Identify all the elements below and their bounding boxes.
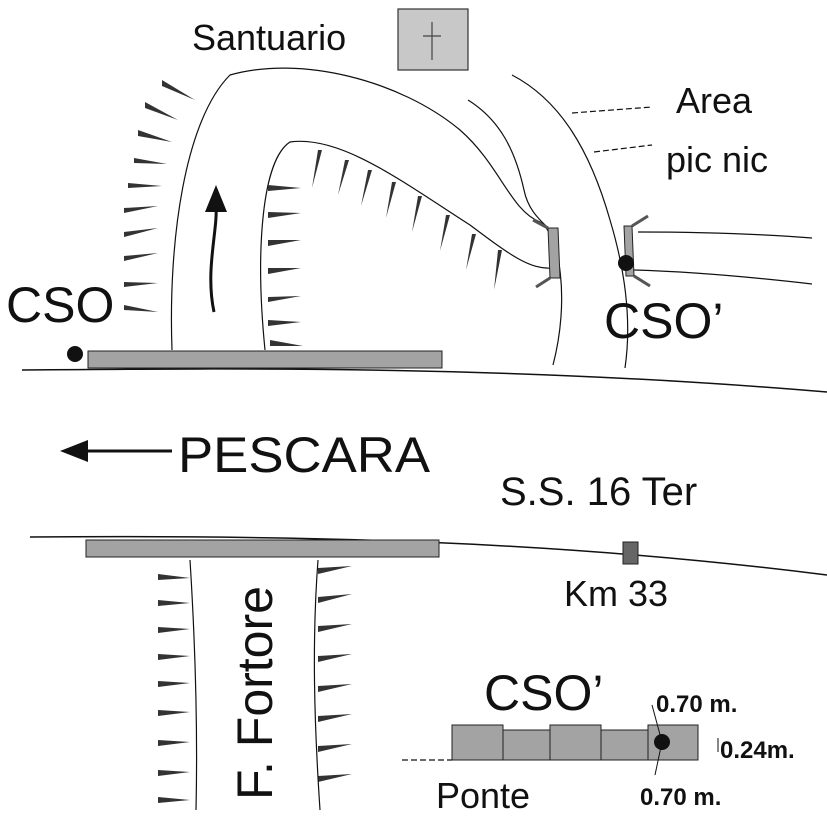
south-bridge-slab: [85, 539, 440, 558]
area-label-line2: pic nic: [666, 139, 768, 180]
flow-arrow-head: [205, 185, 227, 212]
area-leader-2: [593, 144, 653, 153]
river-label: F. Fortore: [227, 586, 283, 800]
dim-bottom-label: 0.70 m.: [640, 784, 721, 811]
cso-left-dot-icon: [67, 346, 83, 362]
river-left-bank: [189, 559, 198, 811]
dim-top-label: 0.70 m.: [656, 691, 737, 718]
stream-lower-bank: [633, 269, 813, 285]
river-right-hachures: [318, 566, 352, 782]
bridge-section-detail: [451, 724, 699, 761]
dim-leader-bottom: [654, 741, 663, 776]
cso-right-label: CSO’: [604, 293, 723, 349]
arc-slope-hachures: [312, 150, 502, 290]
dim-leader-top: [651, 704, 663, 743]
culvert-east: [623, 214, 651, 288]
cso-detail-label: CSO’: [484, 665, 603, 721]
stream-upper-bank: [637, 231, 813, 239]
km-label: Km 33: [564, 573, 668, 614]
cso-left-label: CSO: [6, 277, 114, 333]
ravine-east-bank: [467, 99, 549, 229]
ponte-label: Ponte: [436, 775, 530, 816]
area-label-line1: Area: [676, 80, 753, 121]
outer-slope-hachures: [124, 80, 195, 312]
cso-right-dot-icon: [618, 255, 634, 271]
river-right-bank: [313, 559, 321, 811]
north-bridge-slab: [87, 350, 443, 369]
culvert-west: [532, 218, 561, 289]
km-marker: [622, 541, 639, 565]
river-left-hachures: [158, 574, 190, 803]
inner-slope-hachures: [268, 185, 303, 346]
dim-side-label: 0.24m.: [720, 737, 795, 764]
arrow-left-icon: [60, 440, 88, 462]
curved-arrow-up-icon: [209, 204, 218, 313]
area-leader-1: [571, 106, 653, 114]
road-north-edge: [21, 368, 827, 393]
sanctuary-symbol: [397, 8, 469, 71]
road-label: S.S. 16 Ter: [500, 470, 697, 514]
ravine-outer-bank: [170, 67, 563, 366]
hill-east-outline: [511, 74, 629, 369]
santuario-label: Santuario: [192, 17, 346, 58]
ravine-inner-bank: [260, 140, 554, 351]
pescara-label: PESCARA: [178, 427, 431, 483]
cross-icon: [423, 22, 441, 60]
